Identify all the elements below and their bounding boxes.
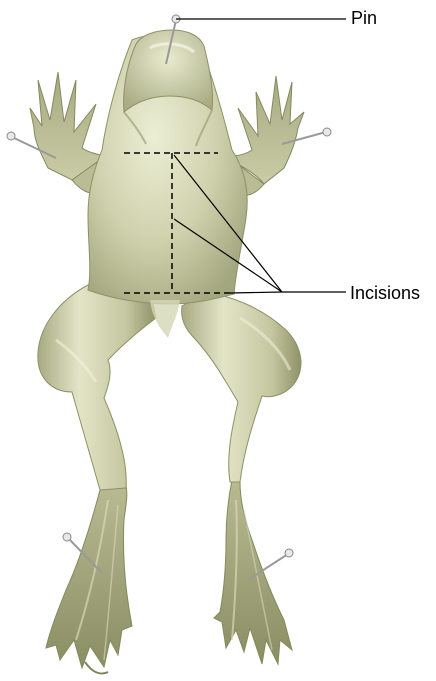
right-hand-pin-head-icon: [323, 128, 331, 136]
left-arm: [30, 72, 104, 193]
left-foot-pin-head-icon: [63, 533, 71, 541]
pin-label: Pin: [351, 9, 377, 27]
right-foot: [214, 480, 292, 664]
left-foot: [46, 485, 132, 674]
left-leg: [38, 285, 156, 490]
incisions-label: Incisions: [350, 284, 420, 302]
incisions-pointer-bottom: [230, 292, 282, 293]
right-foot-pin-head-icon: [285, 549, 293, 557]
left-hand-pin-head-icon: [7, 132, 15, 140]
right-leg: [182, 292, 301, 482]
